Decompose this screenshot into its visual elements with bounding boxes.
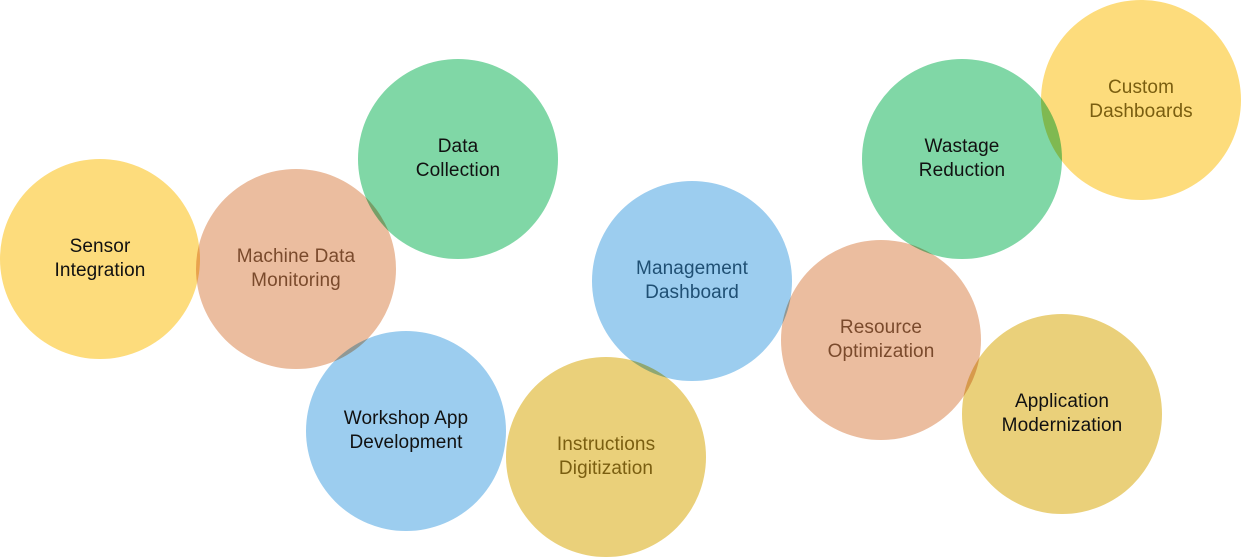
bubble-label: Resource Optimization xyxy=(827,317,935,362)
bubble-data-collection: Data Collection xyxy=(358,59,558,259)
bubble-custom-dashboards: Custom Dashboards xyxy=(1041,0,1241,200)
bubble-label: Instructions Digitization xyxy=(556,434,656,479)
bubble-wastage-reduction: Wastage Reduction xyxy=(862,59,1062,259)
bubble-workshop-app-development: Workshop App Development xyxy=(306,331,506,531)
bubble-instructions-digitization: Instructions Digitization xyxy=(506,357,706,557)
bubble-label: Sensor Integration xyxy=(54,236,146,281)
bubble-management-dashboard: Management Dashboard xyxy=(592,181,792,381)
bubble-label: Data Collection xyxy=(415,136,501,181)
bubble-resource-optimization: Resource Optimization xyxy=(781,240,981,440)
bubble-label: Workshop App Development xyxy=(343,408,469,453)
bubble-label: Application Modernization xyxy=(1001,391,1123,436)
bubble-label: Machine Data Monitoring xyxy=(236,246,356,291)
bubble-machine-data-monitoring: Machine Data Monitoring xyxy=(196,169,396,369)
bubble-label: Custom Dashboards xyxy=(1089,77,1193,122)
bubble-application-modernization: Application Modernization xyxy=(962,314,1162,514)
bubble-label: Management Dashboard xyxy=(636,258,748,303)
bubble-sensor-integration: Sensor Integration xyxy=(0,159,200,359)
bubble-label: Wastage Reduction xyxy=(918,136,1006,181)
